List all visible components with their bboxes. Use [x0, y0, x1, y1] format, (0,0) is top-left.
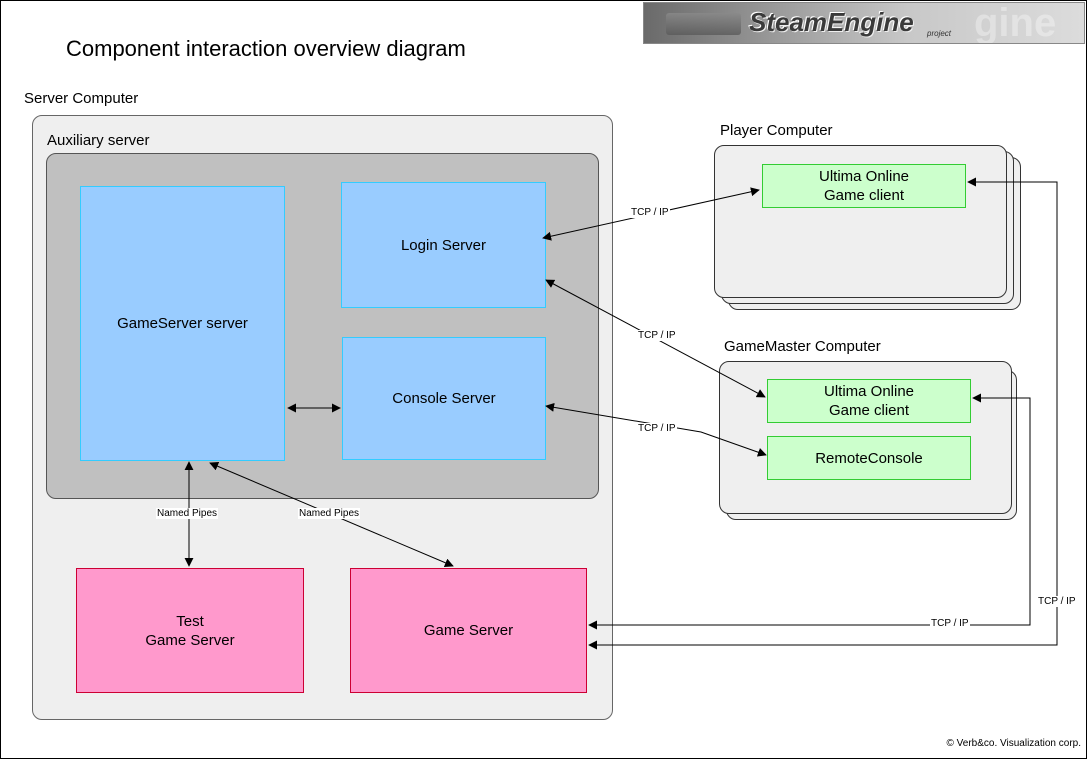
game-server-box: Game Server: [350, 568, 587, 693]
steamengine-logo: gine SteamEngine project: [643, 2, 1085, 44]
logo-ghost-text: gine: [974, 2, 1057, 44]
connector-player-gameserver: [588, 177, 1058, 650]
test-game-server-box: Test Game Server: [76, 568, 304, 693]
label-player-gameserver: TCP / IP: [1037, 596, 1077, 607]
label-player-login: TCP / IP: [630, 207, 670, 218]
logo-sub-text: project: [927, 29, 952, 38]
gameserver-server-box: GameServer server: [80, 186, 285, 461]
logo-main-text: SteamEngine: [749, 7, 914, 37]
footer-copyright: © Verb&co. Visualization corp.: [946, 738, 1081, 749]
logo-train-graphic: [666, 13, 741, 35]
label-gm-gameserver: TCP / IP: [930, 618, 970, 629]
console-server-box: Console Server: [342, 337, 546, 460]
server-computer-label: Server Computer: [24, 90, 139, 107]
auxiliary-server-label: Auxiliary server: [47, 132, 150, 149]
diagram-title: Component interaction overview diagram: [66, 36, 466, 61]
label-gm-login: TCP / IP: [637, 330, 677, 341]
label-gm-console: TCP / IP: [637, 423, 677, 434]
label-pipes-test: Named Pipes: [156, 508, 219, 519]
label-pipes-game: Named Pipes: [298, 508, 361, 519]
login-server-box: Login Server: [341, 182, 546, 308]
player-computer-label: Player Computer: [720, 122, 833, 139]
